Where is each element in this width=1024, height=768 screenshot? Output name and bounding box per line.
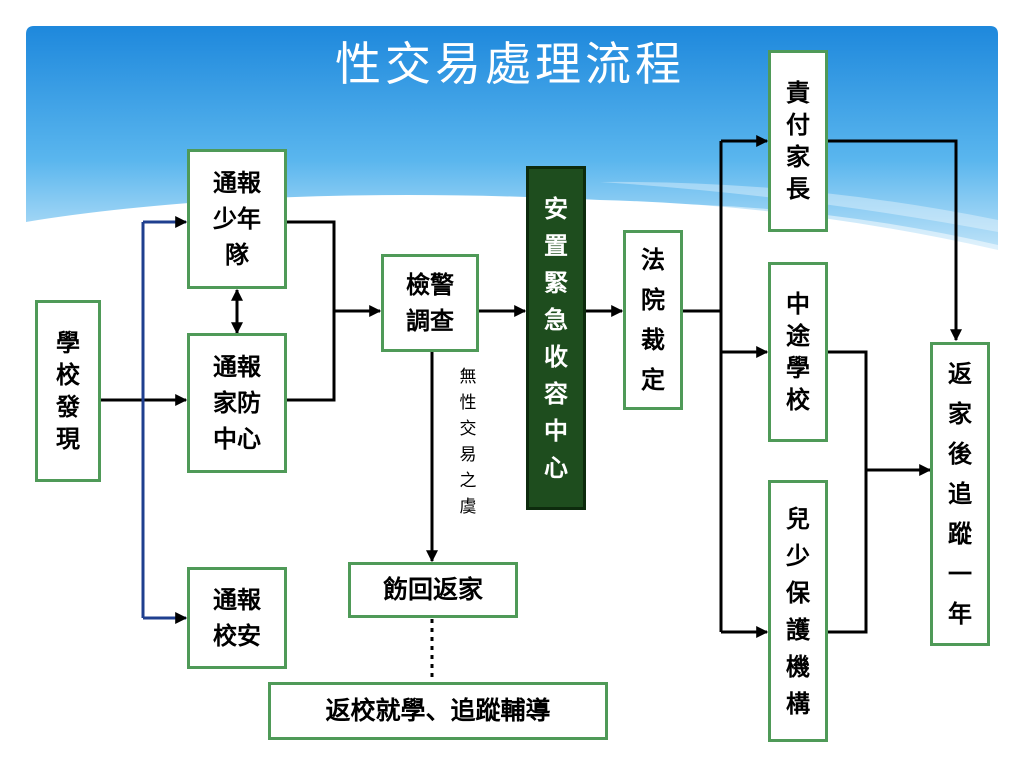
- node-label: 通報家防中心: [213, 352, 261, 453]
- node-label: 飭回返家: [382, 575, 483, 604]
- node-label: 返家後追蹤一年: [948, 359, 972, 628]
- node-report-school-safety: 通報校安: [187, 567, 287, 669]
- node-police-investigation: 檢警調查: [381, 254, 479, 352]
- node-label: 兒少保護機構: [786, 504, 810, 718]
- node-halfway-school: 中途學校: [768, 262, 828, 442]
- node-label: 學校發現: [56, 328, 80, 453]
- node-label: 中途學校: [786, 289, 810, 414]
- node-return-home-followup: 返家後追蹤一年: [930, 342, 990, 646]
- node-school-found: 學校發現: [35, 300, 101, 482]
- node-label: 法院裁定: [641, 245, 665, 394]
- node-send-home: 飭回返家: [348, 562, 518, 618]
- connector-merge-right: [828, 350, 868, 634]
- node-report-juvenile-squad: 通報少年隊: [187, 149, 287, 289]
- node-label: 安置緊急收容中心: [544, 194, 568, 482]
- edge-label-no-risk: 無性交易之虞: [459, 367, 477, 517]
- node-court-ruling: 法院裁定: [623, 230, 683, 410]
- node-emergency-shelter: 安置緊急收容中心: [526, 166, 586, 510]
- arrow-custody-to-return-home: [828, 139, 962, 342]
- page-title: 性交易處理流程: [335, 37, 685, 91]
- node-label: 責付家長: [786, 78, 810, 203]
- node-label: 通報校安: [213, 585, 261, 650]
- node-label: 通報少年隊: [213, 168, 261, 269]
- node-report-family-center: 通報家防中心: [187, 333, 287, 473]
- connector-merge: [287, 220, 336, 402]
- node-label: 檢警調查: [406, 270, 454, 335]
- node-parental-custody: 責付家長: [768, 50, 828, 232]
- node-label: 返校就學、追蹤輔導: [325, 696, 551, 725]
- node-return-to-school: 返校就學、追蹤輔導: [268, 682, 608, 740]
- node-child-protection-institution: 兒少保護機構: [768, 480, 828, 742]
